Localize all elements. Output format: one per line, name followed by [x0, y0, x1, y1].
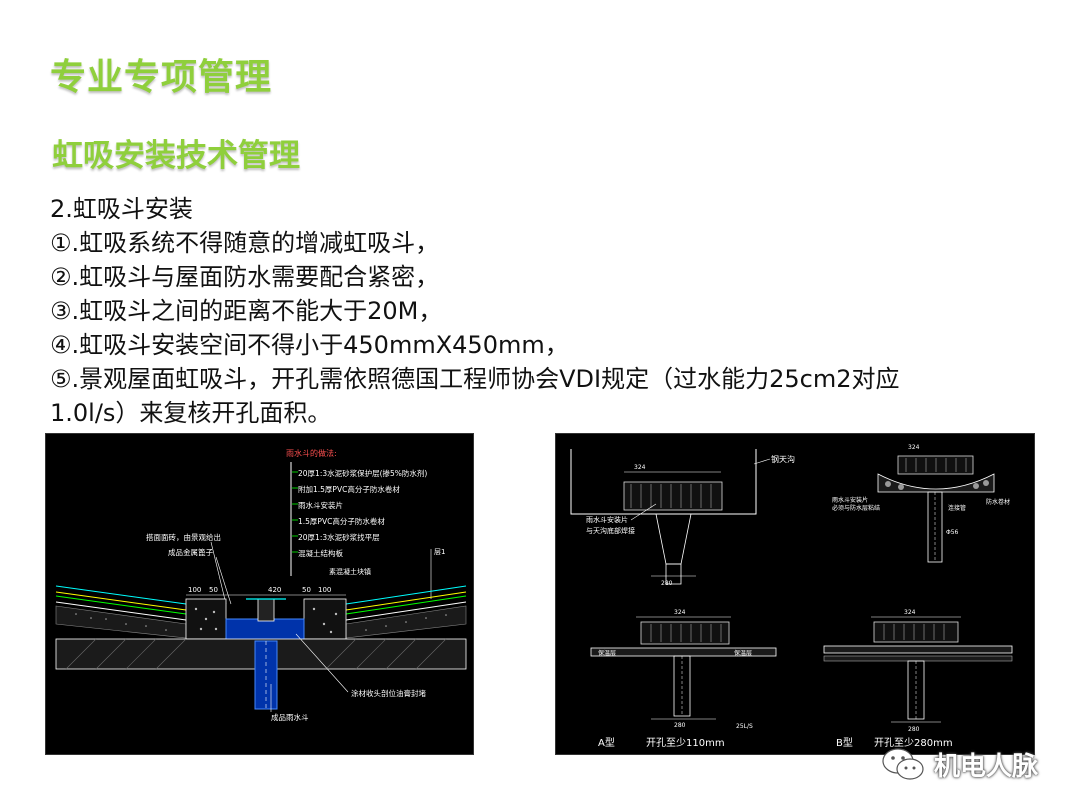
label-install: 雨水斗安装片: [586, 515, 628, 524]
drain-detail-drawing: 钢天沟 324 280 雨水斗安装片 与天沟底部焊接 324: [555, 433, 1035, 755]
label-gutter: 钢天沟: [771, 454, 795, 464]
dim-text: 420: [268, 586, 281, 594]
drawing-heading: 雨水斗的做法:: [286, 448, 337, 458]
type-b-label: B型: [836, 736, 853, 749]
body-line: ②.虹吸斗与屋面防水需要配合紧密，: [50, 263, 440, 291]
label-pipe: 连接管: [948, 504, 966, 512]
type-b-hole: 开孔至少280mm: [874, 737, 953, 749]
label-waterproof-left: 雨水斗安装片: [832, 496, 868, 504]
layer-label: 保温层: [598, 649, 616, 657]
label-waterproof-right: 防水卷材: [986, 498, 1010, 506]
body-line: ①.虹吸系统不得随意的增减虹吸斗，: [50, 229, 440, 257]
label-concrete: 素混凝土块镇: [329, 567, 371, 576]
slide-subtitle: 虹吸安装技术管理: [52, 138, 300, 174]
label-sealant: 涂材收头剖位油膏封堵: [351, 688, 426, 698]
roof-section-svg: 雨水斗的做法: 20厚1:3水泥砂浆保护层(掺5%防水剂) 附加1.5厚PVC高…: [55, 448, 467, 722]
body-line: 1.0l/s）来复核开孔面积。: [50, 399, 332, 427]
dim-text: 50: [302, 586, 311, 594]
drawing-note: 20厚1:3水泥砂浆保护层(掺5%防水剂): [298, 468, 427, 478]
dim-pipe: Φ56: [946, 529, 959, 536]
label-tile: 搭面面砖，由景观给出: [146, 532, 221, 542]
drawing-note: 1.5厚PVC高分子防水卷材: [298, 516, 385, 526]
wechat-icon: [882, 748, 924, 780]
drawing-note: 附加1.5厚PVC高分子防水卷材: [298, 484, 400, 494]
roof-section-drawing: 雨水斗的做法: 20厚1:3水泥砂浆保护层(掺5%防水剂) 附加1.5厚PVC高…: [45, 433, 474, 755]
watermark: 机电人脉: [880, 742, 1038, 786]
label-grate: 成品金属篦子: [168, 547, 213, 557]
dim-text: 100: [318, 586, 331, 594]
drain-detail-svg: 钢天沟 324 280 雨水斗安装片 与天沟底部焊接 324: [570, 444, 1013, 749]
watermark-text: 机电人脉: [934, 751, 1039, 782]
drawing-note: 20厚1:3水泥砂浆找平层: [298, 532, 380, 542]
flow-label: 25L/S: [736, 723, 753, 730]
type-a-hole: 开孔至少110mm: [646, 737, 725, 749]
type-a-label: A型: [598, 736, 615, 749]
label-layer: 层1: [434, 548, 445, 556]
body-line: ⑤.景观屋面虹吸斗，开孔需依照德国工程师协会VDI规定（过水能力25cm2对应: [50, 365, 900, 393]
label-waterproof-left-2: 必须与防水层粘结: [832, 504, 880, 512]
layer-label: 保温层: [734, 649, 752, 657]
label-drain: 成品雨水斗: [271, 712, 309, 722]
drawing-note: 雨水斗安装片: [298, 500, 343, 510]
dim-text: 280: [674, 722, 686, 729]
dim-text: 324: [908, 444, 920, 451]
drawing-note: 混凝土结构板: [298, 548, 343, 558]
dim-text: 280: [908, 726, 920, 733]
dim-text: 324: [674, 609, 686, 616]
dim-text: 324: [904, 609, 916, 616]
dim-text: 280: [661, 580, 673, 587]
body-line: 2.虹吸斗安装: [50, 195, 193, 223]
dim-text: 100: [188, 586, 201, 594]
label-install-2: 与天沟底部焊接: [586, 526, 635, 535]
dim-text: 50: [209, 586, 218, 594]
body-line: ④.虹吸斗安装空间不得小于450mmX450mm，: [50, 331, 569, 359]
dim-text: 324: [634, 464, 646, 471]
body-text: 2.虹吸斗安装 ①.虹吸系统不得随意的增减虹吸斗， ②.虹吸斗与屋面防水需要配合…: [50, 192, 1050, 430]
body-line: ③.虹吸斗之间的距离不能大于20M，: [50, 297, 443, 325]
slide-title: 专业专项管理: [50, 57, 273, 98]
